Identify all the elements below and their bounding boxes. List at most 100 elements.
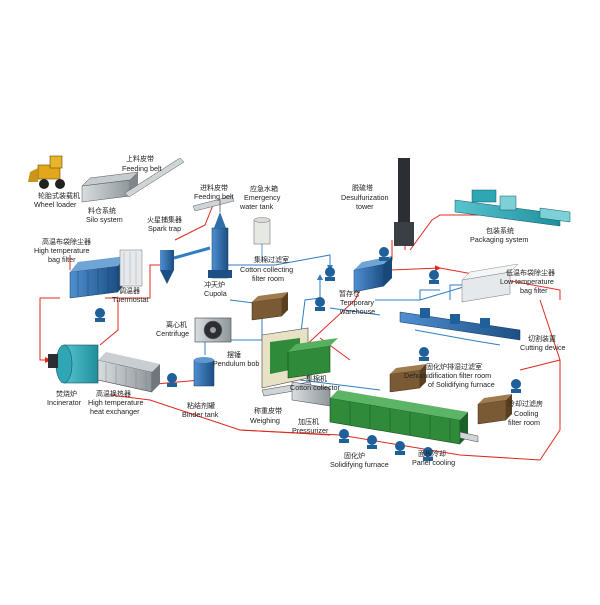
cotton-collector [287,338,338,379]
thermostat-label-zh: 调温器 [119,286,140,295]
fan-icon [167,373,177,387]
ht-bag-filter-label-en2: bag filter [48,255,76,264]
cotton-filter-label-zh: 集棉过滤室 [254,255,289,264]
blue-flow-lines [204,254,501,391]
centrifuge-label-en: Centrifuge [156,329,189,338]
fan-icon [325,267,335,281]
fan-icon [367,435,377,449]
cutting-label-zh: 切割装置 [528,334,556,343]
fan-icon [423,447,433,461]
heat-exchanger-label-en2: heat exchanger [90,407,140,416]
heat-exchanger-label-en: High temperature [88,398,144,407]
thermostat [119,249,143,287]
pendulum-label-en: Pendulum bob [213,359,259,368]
spark-trap-label-zh: 火星捕集器 [147,215,182,224]
wheel-loader-icon [28,155,65,189]
feeding-belt [192,195,235,212]
temp-warehouse-label-en2: warehouse [339,307,375,316]
lt-bag-filter-label-en2: bag filter [520,286,548,295]
cooling-filter-label-zh: 冷却过滤房 [508,399,543,408]
fan-icon [379,247,389,261]
fan-icon [339,429,349,443]
binder-tank-label-zh: 粘结剂罐 [187,401,215,410]
emergency-tank-label-en2: water tank [239,202,274,211]
heat-exchanger-label-zh: 高温换热器 [96,389,131,398]
lt-bag-filter-label-zh: 低温布袋除尘器 [506,268,555,277]
pendulum-label-zh: 摆锤 [227,350,241,359]
pressurizer-label-en: Pressurizer [292,426,329,435]
centrifuge-label-zh: 离心机 [166,320,187,329]
desulfurization-label-zh: 脱硫塔 [352,183,373,192]
lt-bag-filter-label-en1: Low temperature [500,277,554,286]
cupola [208,200,232,279]
desulfurization-label-en2: tower [356,202,374,211]
ht-bag-filter-label-en1: High temperature [34,246,90,255]
low-temperature-bag-filter [461,263,519,303]
dehumid-label-zh: 固化炉排湿过滤室 [426,362,482,371]
emergency-tank-label-zh: 应急水箱 [250,184,278,193]
emergency-water-tank [253,217,271,262]
packaging-label-zh: 包装系统 [486,226,514,235]
pressurizer [291,381,331,407]
centrifuge [194,317,232,343]
cupola-label-zh: 冲天炉 [204,280,225,289]
dehumidification-filter-room [389,364,426,393]
feeding-belt-label-zh: 进料皮带 [200,183,228,192]
binder-tank [193,357,215,387]
weighing-label-zh: 称重皮带 [254,406,282,415]
binder-tank-label-en: Binder tank [182,410,219,419]
cooling-filter-label-en2: filter room [508,418,540,427]
cooling-filter-room [477,394,512,425]
silo-system [81,171,139,203]
temporary-warehouse [353,256,392,293]
packaging-system [454,189,571,227]
dehumid-label-en1: Dehumidification filter room [404,371,491,380]
panel-cooling-belt [459,431,479,443]
fan-icon [419,347,429,361]
feeding-belt-top [124,157,185,198]
spark-trap [160,246,211,284]
feeding-belt-top-label-en: Feeding belt [122,164,162,173]
ht-bag-filter-label-zh: 高温布袋除尘器 [42,237,91,246]
cutting-label-en: Cutting device [520,343,566,352]
cotton-filter-room [251,292,288,321]
high-temperature-heat-exchanger [97,352,160,393]
weighing-label-en: Weighing [250,416,280,425]
wheel-loader-label-zh: 轮胎式装载机 [38,191,80,200]
fan-icon [511,379,521,393]
spark-trap-label-en: Spark trap [148,224,181,233]
temp-warehouse-label-en1: Temporary [340,298,374,307]
fan-icon [315,297,325,311]
feeding-belt-top-label-zh: 上料皮带 [126,154,154,163]
solidifying-label-en: Solidifying furnace [330,460,389,469]
cupola-label-en: Cupola [204,289,227,298]
incinerator-label-zh: 焚烧炉 [56,389,77,398]
incinerator-label-en: Incinerator [47,398,82,407]
silo-label-zh: 料仓系统 [88,206,116,215]
panel-cooling-label-en: Panel cooling [412,458,455,467]
fan-icon [95,308,105,322]
high-temperature-bag-filter [69,256,126,299]
cotton-filter-label-en2: filter room [252,274,284,283]
cooling-filter-label-en1: Cooling [514,409,538,418]
fan-icon [395,441,405,455]
feeding-belt-label-en: Feeding belt [194,192,234,201]
temp-warehouse-label-zh: 暂存仓 [339,289,360,298]
tower-icon [394,158,414,246]
fan-icon [429,270,439,284]
silo-label-en: Silo system [86,215,123,224]
cutting-device [399,308,521,341]
desulfurization-label-en1: Desulfurization [341,193,389,202]
cotton-collector-label-en: Cotton collector [290,383,341,392]
fan-icons [95,247,521,461]
emergency-tank-label-en1: Emergency [244,193,281,202]
packaging-label-en: Packaging system [470,235,528,244]
wheel-loader-label-en: Wheel loader [34,200,77,209]
labels: 轮胎式装载机 Wheel loader 料仓系统 Silo system 上料皮… [34,154,566,469]
solidifying-label-zh: 固化炉 [344,451,365,460]
thermostat-label-en: Thermostat [112,295,148,304]
solidifying-furnace [329,390,468,445]
cotton-filter-label-en1: Cotton collecting [240,265,293,274]
